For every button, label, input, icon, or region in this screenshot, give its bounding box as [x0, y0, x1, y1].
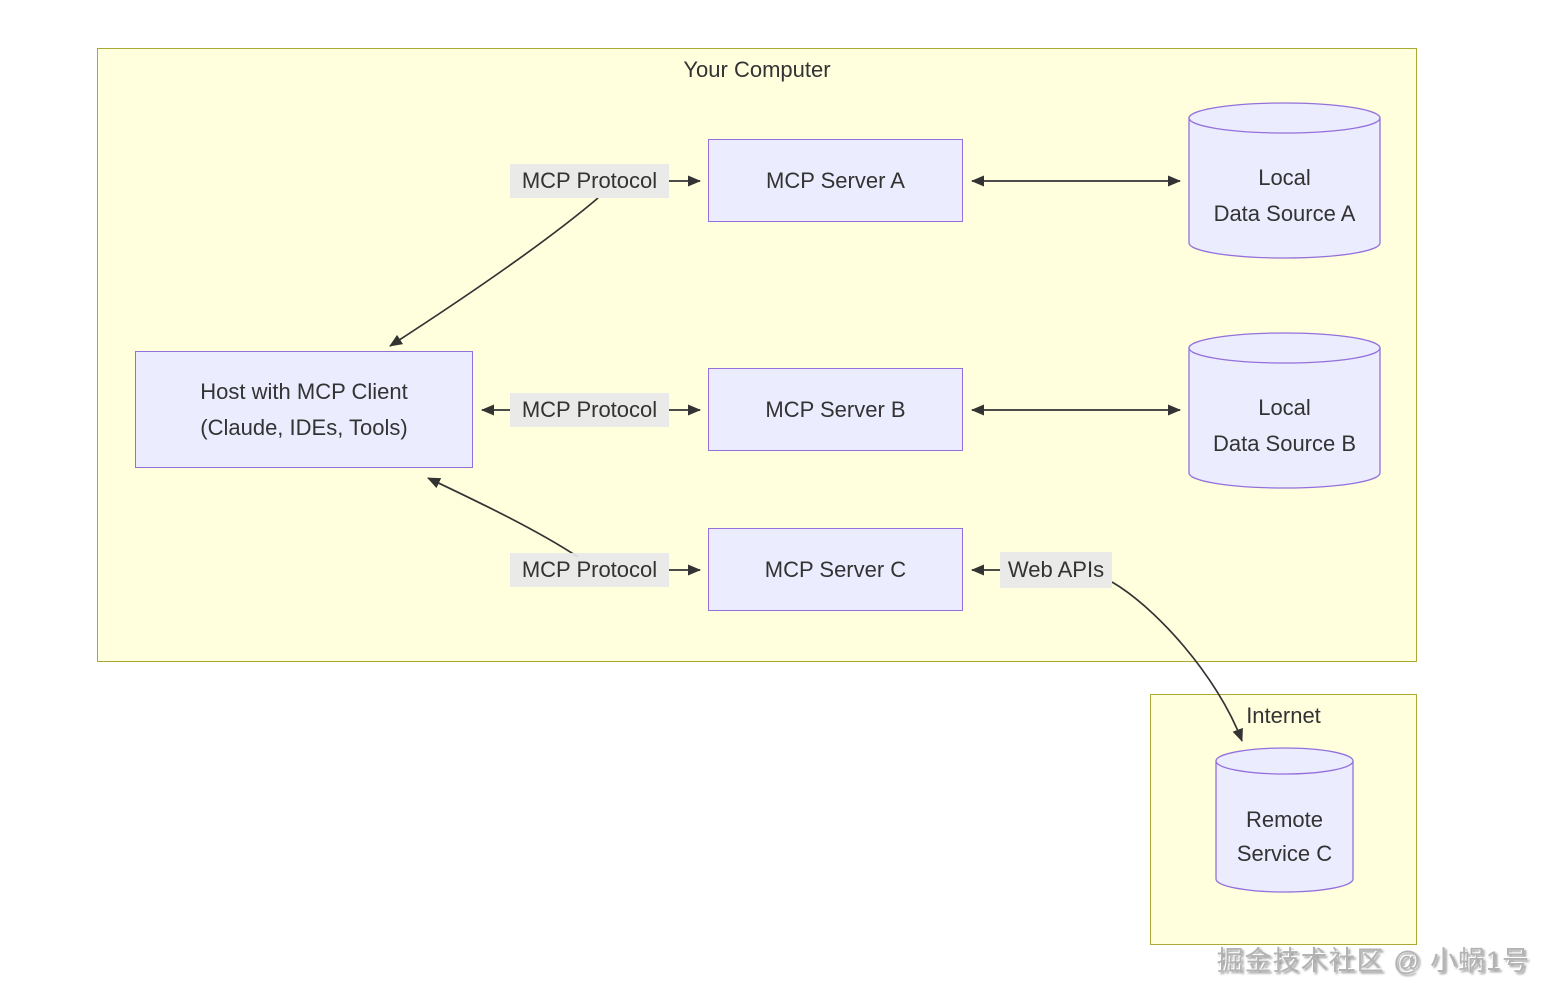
host-node-line2: (Claude, IDEs, Tools)	[200, 414, 408, 440]
edge-protocol-a-to-host	[389, 197, 599, 347]
host-node: Host with MCP Client (Claude, IDEs, Tool…	[135, 351, 473, 468]
mcp-server-c-node: MCP Server C	[708, 528, 963, 611]
mcp-server-a-node: MCP Server A	[708, 139, 963, 222]
edge-label-web-apis: Web APIs	[1000, 552, 1112, 588]
data-source-a-cylinder	[1188, 102, 1381, 259]
data-source-a-line1: Local	[1258, 165, 1311, 190]
mcp-server-b-label: MCP Server B	[765, 396, 906, 422]
watermark-text: 掘金技术社区 @ 小蜗1号	[1216, 946, 1530, 976]
remote-service-c-cylinder	[1215, 747, 1354, 893]
edge-label-mcp-protocol-c: MCP Protocol	[510, 553, 669, 587]
edge-protocol-c-to-host	[427, 477, 579, 558]
data-source-a-label: Local Data Source A	[1189, 160, 1380, 232]
host-node-line1: Host with MCP Client	[200, 378, 408, 404]
your-computer-title: Your Computer	[683, 57, 831, 82]
edge-web-apis-to-remote-service	[1111, 581, 1243, 742]
remote-service-c-label: Remote Service C	[1216, 803, 1353, 871]
mcp-server-c-label: MCP Server C	[764, 556, 907, 582]
data-source-b-label: Local Data Source B	[1189, 390, 1380, 462]
data-source-a-line2: Data Source A	[1213, 201, 1356, 226]
data-source-b-cylinder	[1188, 332, 1381, 489]
data-source-b-line1: Local	[1258, 395, 1311, 420]
mcp-server-b-node: MCP Server B	[708, 368, 963, 451]
data-source-b-line2: Data Source B	[1212, 431, 1357, 456]
remote-service-c-line1: Remote	[1245, 807, 1324, 832]
edge-label-mcp-protocol-b: MCP Protocol	[510, 393, 669, 427]
internet-title: Internet	[1246, 703, 1321, 728]
mcp-server-a-label: MCP Server A	[766, 167, 905, 193]
remote-service-c-line2: Service C	[1236, 841, 1333, 866]
edge-label-mcp-protocol-a: MCP Protocol	[510, 164, 669, 198]
